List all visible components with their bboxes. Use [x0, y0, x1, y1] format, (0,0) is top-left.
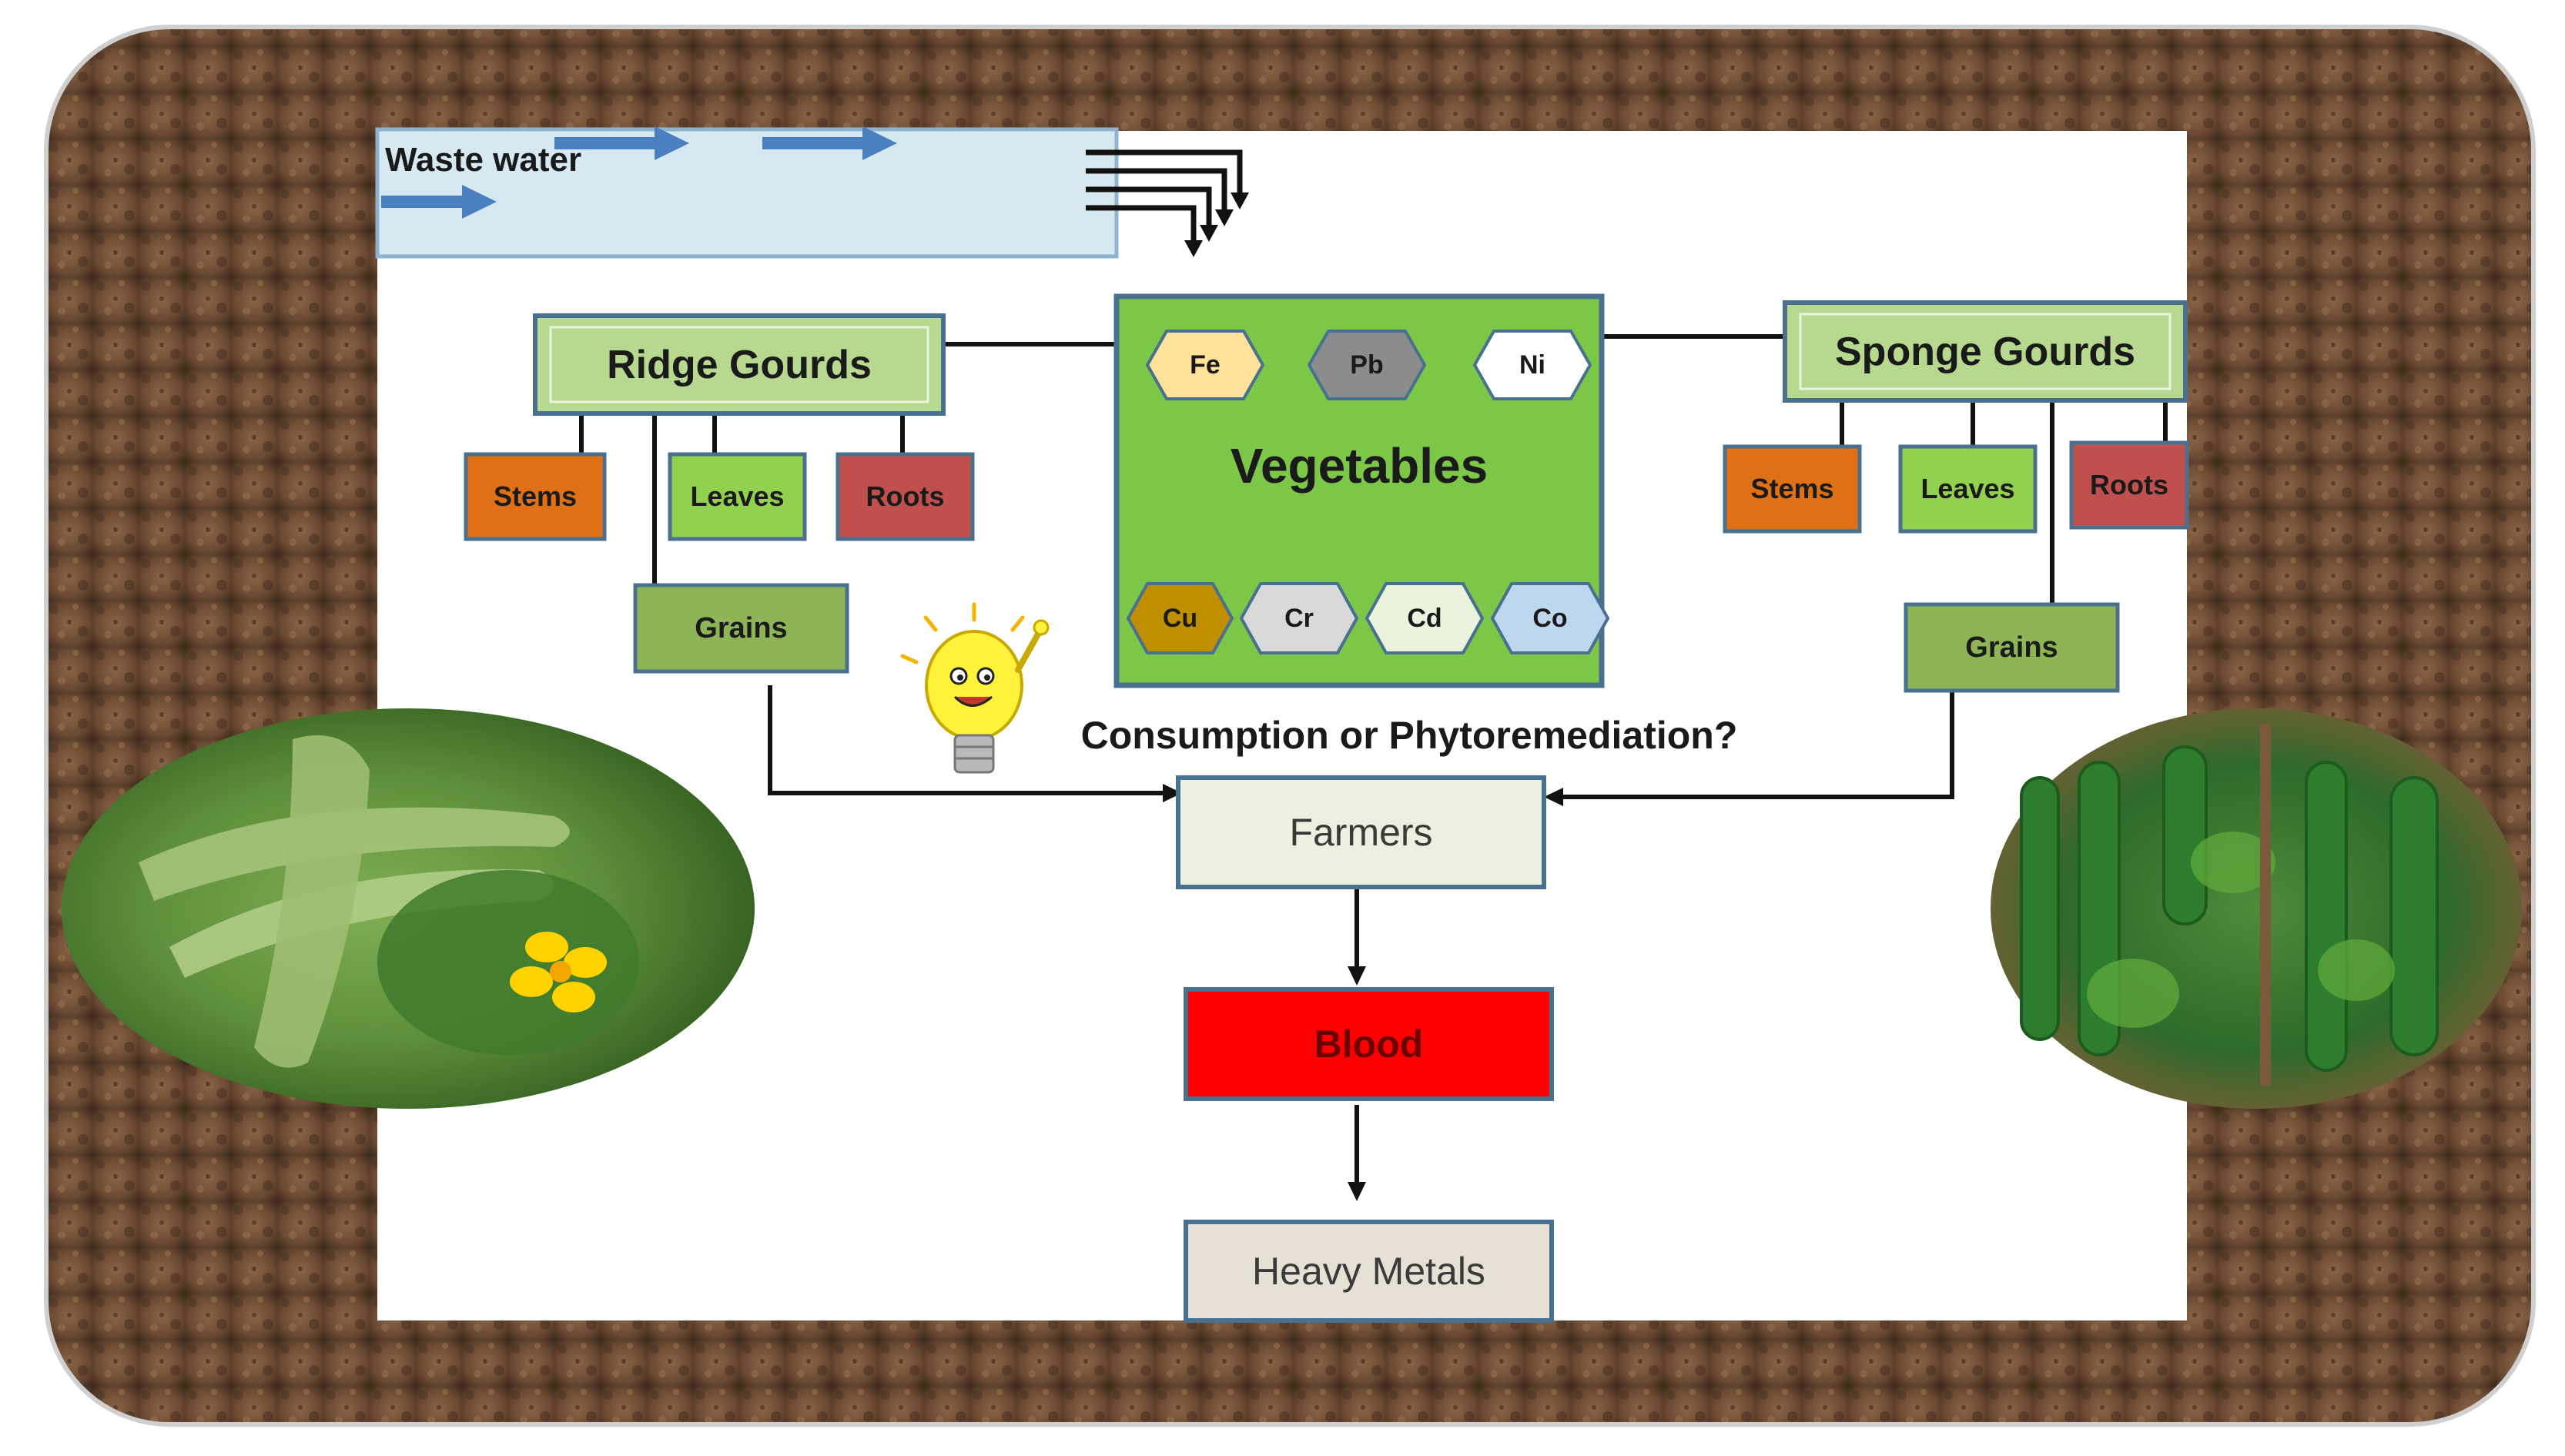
sponge-gourds-title: Sponge Gourds	[1835, 329, 2135, 374]
flower-icon	[510, 932, 607, 1013]
sponge-roots-label: Roots	[2090, 469, 2168, 500]
sponge-roots-box	[2069, 440, 2189, 530]
sponge-leaves-label: Leaves	[1920, 473, 2015, 504]
sponge-stems-label: Stems	[1750, 473, 1834, 504]
metal-ni-label: Ni	[1519, 350, 1545, 380]
metal-pb-label: Pb	[1350, 350, 1384, 380]
metal-co-label: Co	[1532, 603, 1568, 633]
sponge-grains-label: Grains	[1965, 631, 2058, 664]
hex-cd	[1365, 582, 1485, 654]
wastewater-flow-arrows	[381, 126, 897, 219]
hex-ni	[1472, 330, 1592, 400]
sponge-to-farmers-arrowhead	[1544, 788, 1563, 806]
hex-fe	[1145, 330, 1265, 400]
ridge-roots-label: Roots	[866, 480, 945, 512]
sponge-connectors	[1563, 334, 2168, 799]
question-text: Consumption or Phytoremediation?	[1080, 714, 1738, 757]
sponge-gourd-photo	[1991, 708, 2522, 1109]
ridge-leaves-box	[668, 452, 807, 541]
wastewater-channel	[375, 127, 1119, 259]
lightbulb-icon	[900, 602, 1050, 774]
sponge-leaves-box	[1898, 444, 2038, 534]
wastewater-outflow-arrows	[1086, 149, 1243, 240]
outflow-arrowheads	[1184, 192, 1249, 257]
ridge-grains-label: Grains	[695, 611, 788, 644]
farmers-label: Farmers	[1289, 811, 1433, 854]
ridge-gourds-title: Ridge Gourds	[607, 342, 872, 387]
farmers-box	[1176, 775, 1546, 889]
blood-box	[1184, 987, 1554, 1101]
hex-cu	[1126, 582, 1234, 654]
ridge-to-farmers-arrowhead	[1163, 784, 1182, 802]
ridge-connectors	[579, 342, 1163, 795]
sponge-stems-box	[1723, 444, 1862, 534]
ridge-gourd-photo	[62, 708, 755, 1109]
sponge-grains-box	[1904, 602, 2120, 693]
hex-pb	[1307, 330, 1427, 400]
wastewater-label: Waste water	[385, 141, 582, 179]
heavy-metals-box	[1184, 1220, 1554, 1323]
metal-cr-label: Cr	[1284, 603, 1314, 633]
ridge-stems-box	[464, 452, 607, 541]
vegetables-title: Vegetables	[1230, 438, 1488, 494]
heavy-metals-label: Heavy Metals	[1252, 1250, 1485, 1293]
hex-co	[1490, 582, 1610, 654]
sponge-gourds-box	[1783, 300, 2188, 403]
ridge-roots-box	[835, 452, 975, 541]
ridge-stems-label: Stems	[493, 480, 578, 512]
blood-to-metals-arrowhead	[1348, 1182, 1366, 1201]
metal-fe-label: Fe	[1190, 350, 1221, 380]
farmers-to-blood-arrowhead	[1348, 966, 1366, 986]
ridge-grains-box	[633, 583, 849, 674]
metal-cu-label: Cu	[1162, 603, 1198, 633]
metal-cd-label: Cd	[1407, 603, 1442, 633]
ridge-leaves-label: Leaves	[690, 480, 785, 512]
ridge-gourds-box	[533, 313, 946, 416]
hex-cr	[1239, 582, 1359, 654]
blood-label: Blood	[1314, 1023, 1424, 1066]
